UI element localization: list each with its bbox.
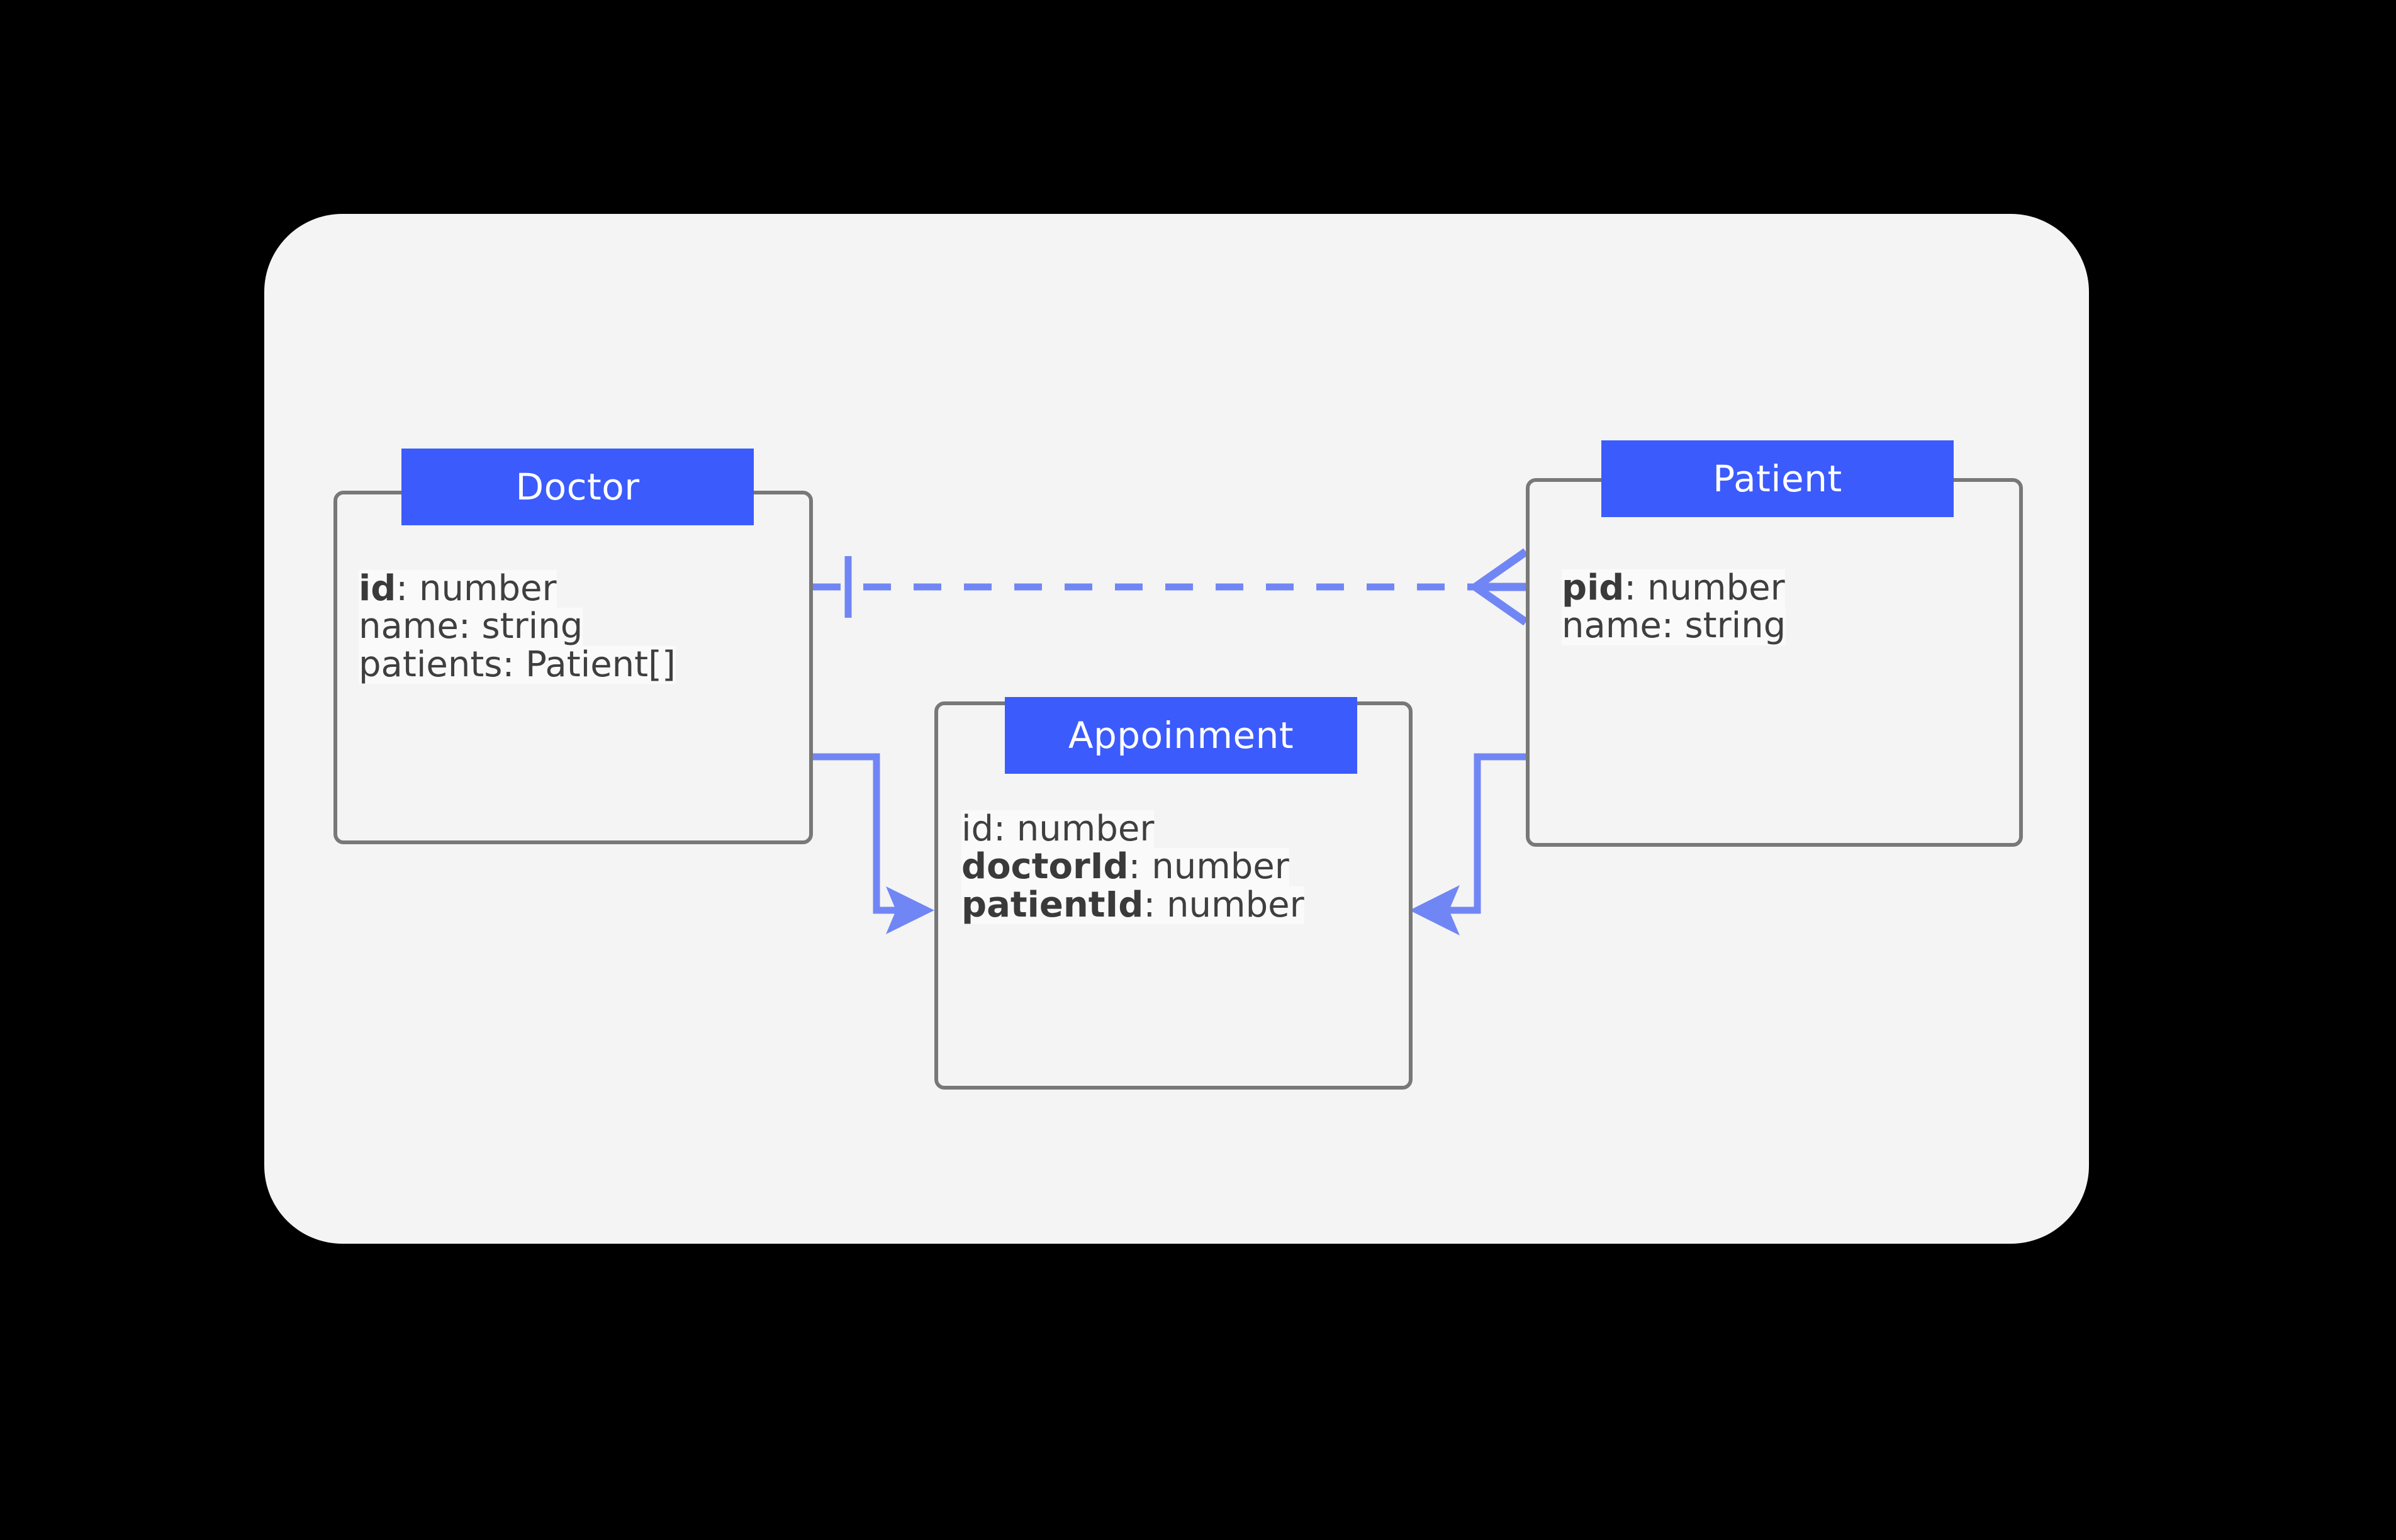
field-key: patients bbox=[359, 644, 503, 685]
field-type: : string bbox=[458, 606, 583, 647]
field-row: patientId: number bbox=[961, 884, 1304, 925]
field-key: name bbox=[359, 606, 459, 647]
field-key: id bbox=[359, 568, 396, 609]
field-key: patientId bbox=[961, 884, 1144, 925]
entity-title-doctor: Doctor bbox=[401, 449, 754, 525]
field-type: : number bbox=[396, 568, 557, 609]
entity-title-patient: Patient bbox=[1601, 440, 1954, 517]
field-type: : string bbox=[1661, 605, 1786, 647]
entity-fields-doctor: id: number name: string patients: Patien… bbox=[359, 568, 676, 685]
entity-fields-patient: pid: number name: string bbox=[1562, 569, 1786, 645]
entity-box-patient[interactable] bbox=[1526, 478, 2023, 847]
field-key: id bbox=[961, 808, 994, 849]
entity-title-appointment: Appoinment bbox=[1005, 697, 1357, 774]
entity-fields-appointment: id: number doctorId: number patientId: n… bbox=[961, 808, 1304, 925]
field-row: patients: Patient[] bbox=[359, 644, 676, 685]
field-type: : number bbox=[1128, 846, 1289, 888]
field-type: : Patient[] bbox=[502, 644, 676, 685]
field-type: : number bbox=[1143, 884, 1304, 925]
field-row: id: number bbox=[359, 568, 557, 609]
field-key: pid bbox=[1562, 567, 1625, 608]
field-type: : number bbox=[1624, 567, 1785, 608]
field-row: id: number bbox=[961, 808, 1155, 849]
field-key: name bbox=[1562, 605, 1662, 647]
field-type: : number bbox=[994, 808, 1155, 849]
field-key: doctorId bbox=[961, 846, 1129, 888]
field-row: doctorId: number bbox=[961, 848, 1289, 886]
field-row: name: string bbox=[359, 606, 583, 647]
field-row: name: string bbox=[1562, 607, 1786, 645]
field-row: pid: number bbox=[1562, 567, 1785, 608]
